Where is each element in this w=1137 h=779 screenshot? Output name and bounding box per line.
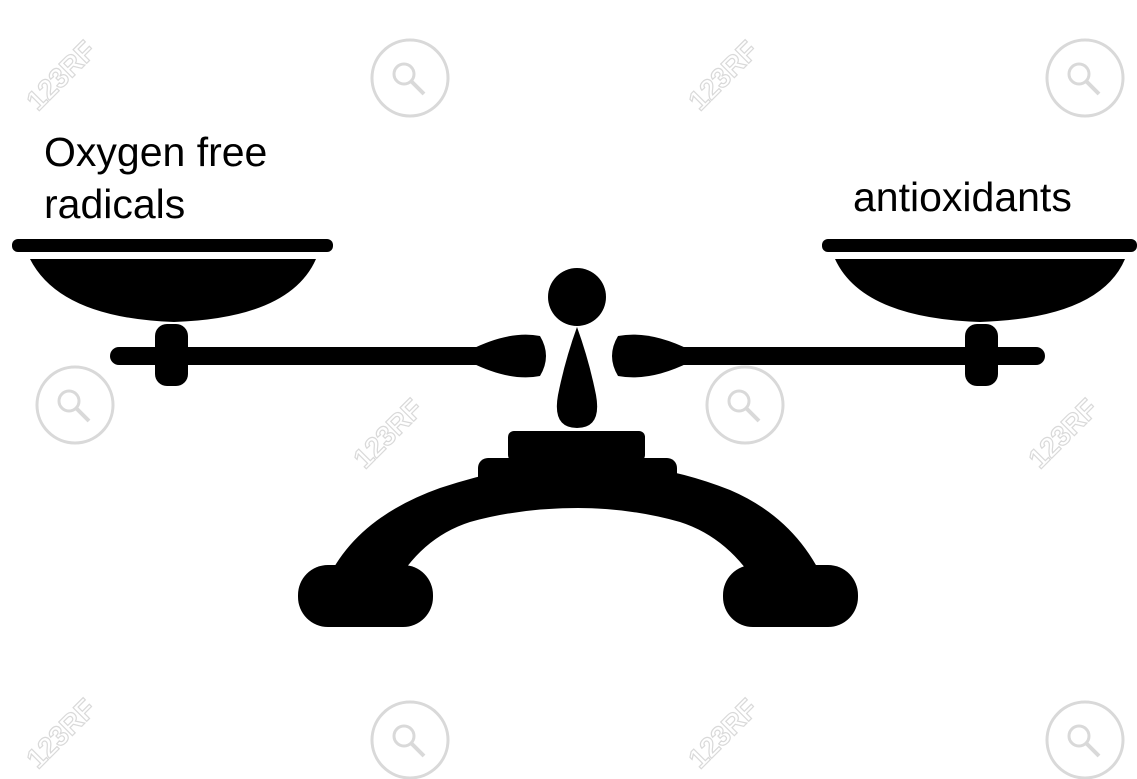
right-pan-bowl <box>835 259 1125 322</box>
left-foot <box>298 565 433 627</box>
right-foot <box>723 565 858 627</box>
right-pan-label: antioxidants <box>853 171 1072 223</box>
beam-left-taper <box>470 335 546 378</box>
beam-right-taper <box>612 335 690 378</box>
left-hanger-knob <box>155 324 188 386</box>
left-pan-rim <box>12 239 333 252</box>
right-pan-rim <box>822 239 1137 252</box>
right-hanger-knob <box>965 324 998 386</box>
scale-top-knob <box>548 268 606 326</box>
scale-pointer <box>557 327 597 428</box>
pedestal-top <box>508 431 645 461</box>
left-pan-label: Oxygen free radicals <box>44 126 344 230</box>
left-pan-bowl <box>30 259 316 322</box>
